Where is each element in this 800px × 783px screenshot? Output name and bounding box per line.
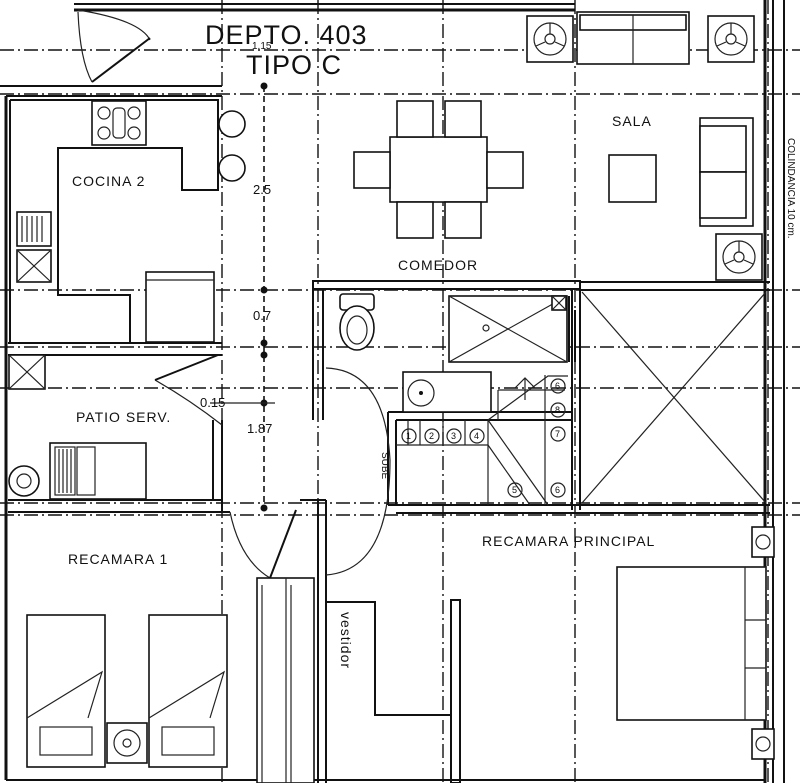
dimension-label: 0.15 — [200, 395, 225, 410]
dining-table — [353, 100, 524, 239]
shower-icon — [448, 295, 576, 363]
room-label-dining: COMEDOR — [398, 257, 478, 273]
lamp-icon — [526, 15, 574, 63]
bar-stool-icon — [218, 110, 246, 182]
stair-step: 2 — [429, 431, 434, 441]
washbasin-icon — [402, 371, 492, 413]
top-sofa — [576, 11, 690, 65]
stair-step: 5 — [512, 485, 517, 495]
unit-title: DEPTO. 403 — [205, 20, 368, 50]
stove-icon — [91, 100, 147, 146]
living-sofa — [699, 117, 754, 227]
lamp-icon — [715, 233, 763, 281]
twin-bed — [148, 614, 228, 768]
stair-step: 4 — [474, 431, 479, 441]
closet — [256, 577, 315, 783]
boundary-note: COLINDANCIA 10 cm. — [785, 138, 796, 239]
overlap-dimension: 1.15 — [252, 41, 272, 52]
toilet-icon — [339, 293, 375, 351]
nightstand-lamp-icon — [751, 728, 775, 760]
coffee-table — [608, 154, 657, 203]
stair-step: 3 — [451, 431, 456, 441]
room-label-living: SALA — [612, 113, 652, 129]
staircase — [396, 375, 568, 506]
room-label-bedroom-1: RECAMARA 1 — [68, 551, 168, 567]
room-label-service-patio: PATIO SERV. — [76, 409, 171, 425]
doors — [77, 9, 391, 579]
room-label-walk-in-closet: vestidor — [338, 612, 354, 669]
stair-step: 6 — [555, 381, 560, 391]
stairs-up-label: SUBE — [379, 452, 390, 480]
nightstand-lamp-icon — [751, 526, 775, 558]
water-heater-icon — [8, 465, 40, 497]
sink-icon — [16, 211, 52, 283]
stair-step: 8 — [555, 405, 560, 415]
room-label-kitchen: COCINA 2 — [72, 173, 145, 189]
dimension-chain — [210, 82, 275, 512]
stair-step: 7 — [555, 429, 560, 439]
dimension-label: 2.5 — [253, 182, 271, 197]
laundry-sink-icon — [8, 354, 46, 390]
room-label-master-bedroom: RECAMARA PRINCIPAL — [482, 533, 655, 549]
twin-bed — [26, 614, 106, 768]
stair-step-numbers: 1 2 3 4 5 6 7 8 6 — [401, 378, 566, 498]
refrigerator-icon — [145, 271, 215, 343]
stair-step: 1 — [406, 431, 411, 441]
kitchen-counter — [9, 99, 219, 343]
unit-type: TIPO C — [246, 50, 342, 80]
stair-step: 6 — [555, 485, 560, 495]
lamp-icon — [707, 15, 755, 63]
double-bed — [616, 566, 767, 721]
dimension-label: 1.87 — [247, 421, 272, 436]
closet-shelf — [326, 601, 451, 716]
washer-icon — [49, 442, 147, 500]
dimension-label: 0.7 — [253, 308, 271, 323]
double-height-void — [581, 291, 767, 504]
lamp-icon — [106, 722, 148, 764]
